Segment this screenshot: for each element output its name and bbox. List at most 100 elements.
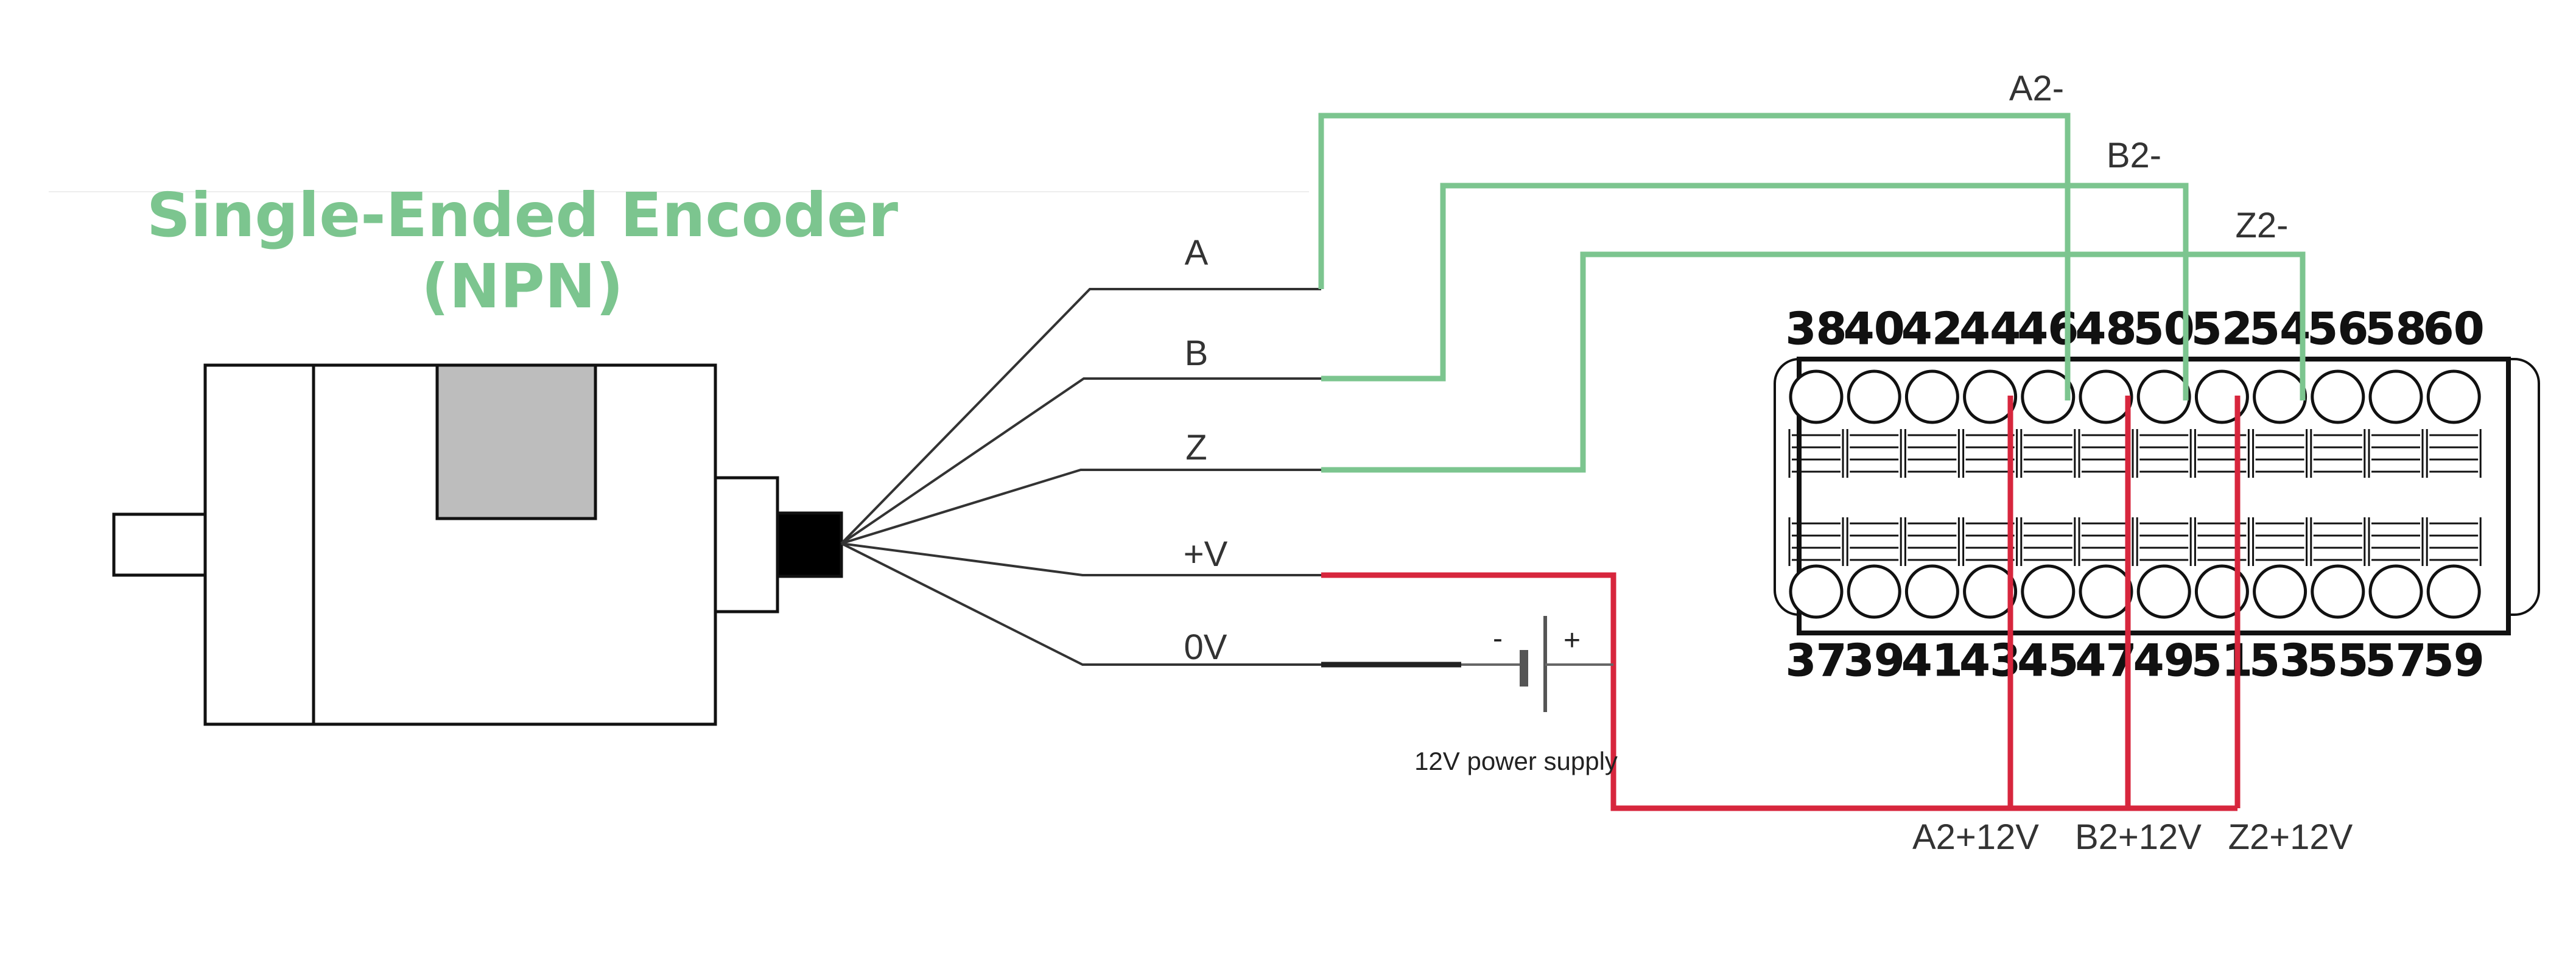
terminal-screw-55 — [2311, 564, 2365, 619]
wire-label-a: A — [1185, 233, 1209, 273]
terminal-number-bottom: 39 — [1844, 635, 1904, 686]
terminal-number-top: 58 — [2365, 303, 2426, 354]
terminal-slot-48 — [2078, 429, 2134, 478]
wire-0v — [841, 542, 1321, 666]
terminal-number-top: 40 — [1844, 303, 1904, 354]
terminal-screw-52 — [2194, 369, 2249, 424]
terminal-screw-58 — [2368, 369, 2423, 424]
terminal-number-bottom: 53 — [2249, 635, 2310, 686]
terminal-screw-50 — [2136, 369, 2191, 424]
wire-vplus — [841, 542, 1321, 576]
terminal-slot-43 — [1962, 517, 2018, 566]
psu-plus-sign: + — [1563, 624, 1581, 657]
terminal-screw-51 — [2194, 564, 2249, 619]
terminal-screw-45 — [2021, 564, 2076, 619]
terminal-number-top: 56 — [2308, 303, 2368, 354]
terminal-label-z2-minus: Z2- — [2236, 206, 2289, 245]
terminal-number-top: 48 — [2076, 303, 2136, 354]
encoder-shaft — [112, 512, 207, 577]
terminal-label-z2-plus: Z2+12V — [2228, 817, 2353, 857]
terminal-slot-39 — [1846, 517, 1902, 566]
terminal-screw-37 — [1789, 564, 1844, 619]
wire-label-vplus: +V — [1184, 534, 1228, 574]
terminal-screw-48 — [2079, 369, 2133, 424]
terminal-screw-43 — [1963, 564, 2018, 619]
terminal-number-bottom: 37 — [1786, 635, 1847, 686]
terminal-number-bottom: 51 — [2191, 635, 2252, 686]
terminal-slot-45 — [2020, 517, 2076, 566]
terminal-screw-49 — [2136, 564, 2191, 619]
terminal-number-bottom: 57 — [2365, 635, 2426, 686]
encoder — [112, 363, 843, 726]
terminal-slot-37 — [1788, 517, 1844, 566]
terminal-number-bottom: 55 — [2308, 635, 2368, 686]
wire-z — [841, 469, 1321, 545]
terminal-screw-57 — [2368, 564, 2423, 619]
terminal-screw-56 — [2311, 369, 2365, 424]
terminal-slot-60 — [2426, 429, 2482, 478]
terminal-slot-55 — [2310, 517, 2366, 566]
terminal-number-bottom: 59 — [2423, 635, 2484, 686]
terminal-number-top: 38 — [1786, 303, 1847, 354]
terminal-slot-53 — [2252, 517, 2308, 566]
terminal-label-b2-minus: B2- — [2107, 136, 2161, 175]
terminal-number-bottom: 49 — [2133, 635, 2194, 686]
terminal-screw-59 — [2426, 564, 2481, 619]
encoder-connector — [776, 511, 843, 578]
psu-minus-sign: - — [1493, 623, 1503, 655]
terminal-slot-56 — [2310, 429, 2366, 478]
terminal-slot-40 — [1846, 429, 1902, 478]
power-wires — [1321, 396, 2241, 811]
encoder-cable — [840, 288, 1321, 666]
terminal-slot-44 — [1962, 429, 2018, 478]
terminal-number-top: 42 — [1901, 303, 1962, 354]
terminal-number-top: 60 — [2423, 303, 2484, 354]
terminal-screw-41 — [1904, 564, 1959, 619]
terminal-slot-54 — [2252, 429, 2308, 478]
terminal-screw-54 — [2253, 369, 2308, 424]
terminal-slot-58 — [2368, 429, 2424, 478]
terminal-number-top: 44 — [1959, 303, 2020, 354]
power-wire-vplus — [1321, 572, 2237, 811]
terminal-slot-57 — [2368, 517, 2424, 566]
terminal-screw-40 — [1847, 369, 1901, 424]
terminal-slot-38 — [1788, 429, 1844, 478]
terminal-screw-44 — [1963, 369, 2018, 424]
terminal-slot-49 — [2136, 517, 2192, 566]
terminal-label-a2-minus: A2- — [2009, 69, 2064, 108]
wire-label-b: B — [1185, 334, 1209, 373]
terminal-number-top: 52 — [2191, 303, 2252, 354]
wire-a — [840, 288, 1321, 545]
terminal-screw-42 — [1904, 369, 1959, 424]
power-supply: - + — [1461, 616, 1613, 712]
terminal-screw-46 — [2021, 369, 2076, 424]
diagram-title-line2: (NPN) — [421, 251, 623, 322]
wire-label-z: Z — [1185, 428, 1207, 467]
terminal-slot-41 — [1904, 517, 1960, 566]
terminal-screw-53 — [2253, 564, 2308, 619]
encoder-connector-collar — [714, 476, 779, 613]
terminal-slot-59 — [2426, 517, 2482, 566]
signal-wire-z — [1321, 251, 2306, 473]
encoder-flange — [203, 363, 315, 726]
signal-wire-b — [1321, 183, 2189, 400]
terminal-number-bottom: 41 — [1901, 635, 1962, 686]
wire-b — [840, 377, 1321, 545]
terminal-label-a2-plus: A2+12V — [1912, 817, 2039, 857]
terminal-slot-46 — [2020, 429, 2076, 478]
terminal-slot-47 — [2078, 517, 2134, 566]
terminal-slot-42 — [1904, 429, 1960, 478]
diagram-title-line1: Single-Ended Encoder — [147, 180, 899, 251]
psu-label: 12V power supply — [1414, 747, 1618, 775]
signal-wires — [1318, 113, 2306, 473]
terminal-label-b2-plus: B2+12V — [2075, 817, 2202, 857]
terminal-screw-39 — [1847, 564, 1901, 619]
wire-label-0v: 0V — [1184, 627, 1227, 667]
terminal-screw-47 — [2079, 564, 2133, 619]
terminal-block — [1774, 357, 2540, 635]
terminal-screw-60 — [2426, 369, 2481, 424]
encoder-cap — [435, 363, 597, 520]
